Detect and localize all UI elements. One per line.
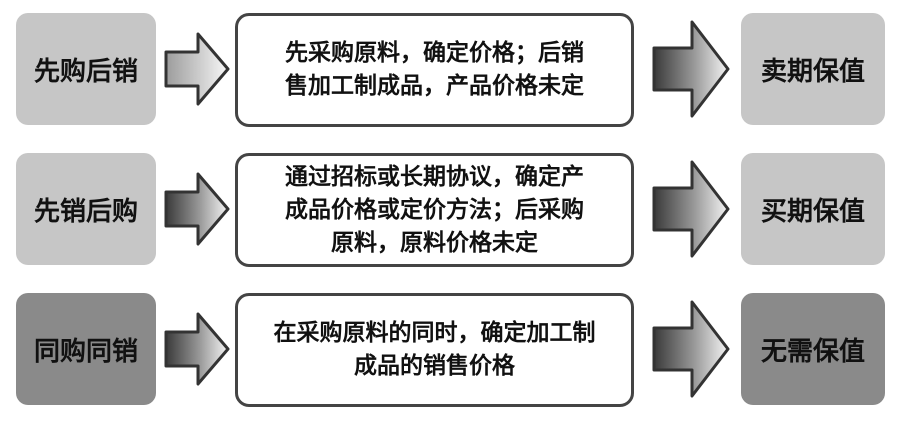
- row2-right-label: 买期保值: [760, 196, 865, 227]
- row1-right-label: 卖期保值: [760, 56, 865, 87]
- row2-right-arrow-icon: [652, 160, 730, 258]
- row3-desc-line-1: 在采购原料的同时，确定加工制: [273, 320, 596, 346]
- row1-desc-line-2: 售加工制成品，产品价格未定: [285, 73, 584, 99]
- row1-right-box: 卖期保值: [741, 13, 885, 125]
- row1-left-arrow-icon: [164, 32, 230, 106]
- row2-right-box: 买期保值: [741, 153, 885, 265]
- row2-left-label: 先销后购: [33, 196, 138, 227]
- row1-right-arrow-icon: [652, 20, 730, 118]
- row2-desc-line-3: 原料，原料价格未定: [331, 229, 538, 256]
- row3-right-box: 无需保值: [741, 293, 885, 405]
- row2-description-box: 通过招标或长期协议，确定产 成品价格或定价方法；后采购 原料，原料价格未定: [235, 153, 634, 267]
- row3-right-label: 无需保值: [760, 336, 865, 367]
- row2-left-box: 先销后购: [16, 153, 156, 265]
- row2-desc-line-2: 成品价格或定价方法；后采购: [285, 196, 584, 223]
- row3-left-box: 同购同销: [16, 293, 156, 405]
- row3-description-box: 在采购原料的同时，确定加工制 成品的销售价格: [235, 293, 634, 407]
- row1-left-box: 先购后销: [16, 13, 156, 125]
- row1-desc-line-1: 先采购原料，确定价格；后销: [285, 40, 584, 66]
- row1-left-label: 先购后销: [33, 56, 138, 87]
- row3-left-arrow-icon: [164, 312, 230, 386]
- row3-left-label: 同购同销: [33, 336, 138, 367]
- row2-left-arrow-icon: [164, 172, 230, 246]
- row3-right-arrow-icon: [652, 300, 730, 398]
- row3-desc-line-2: 成品的销售价格: [354, 353, 515, 379]
- row1-description-box: 先采购原料，确定价格；后销 售加工制成品，产品价格未定: [235, 13, 634, 127]
- row2-desc-line-1: 通过招标或长期协议，确定产: [285, 163, 584, 190]
